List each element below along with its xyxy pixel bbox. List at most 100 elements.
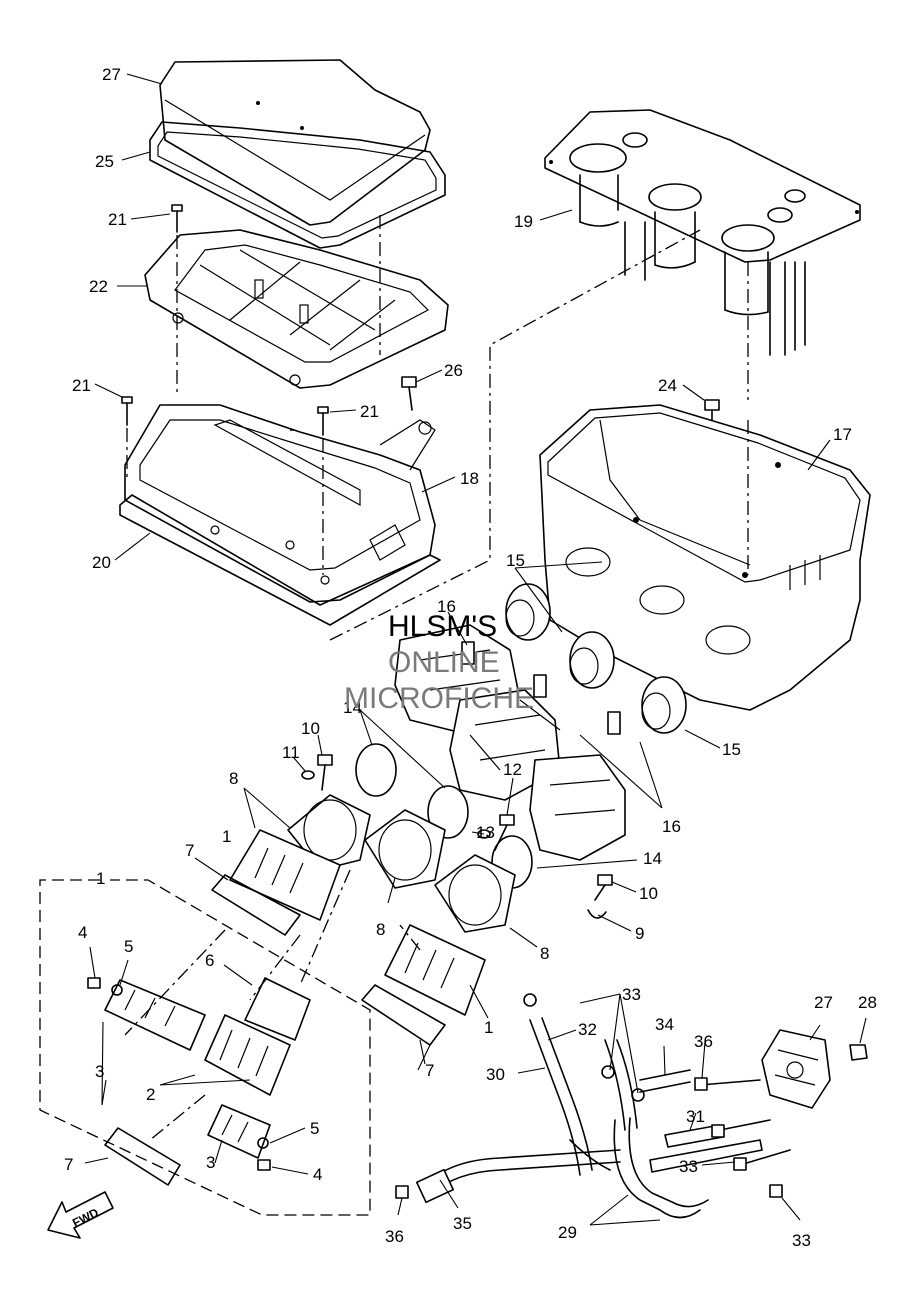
alignment-lines — [124, 215, 749, 1141]
reed-block-3a — [104, 979, 206, 1051]
manifold-3 — [434, 854, 516, 933]
callout-13: 13 — [476, 823, 495, 842]
callout-28: 28 — [858, 993, 877, 1012]
callout-36b: 36 — [385, 1227, 404, 1246]
callout-5b: 5 — [310, 1119, 319, 1138]
callout-7b: 7 — [425, 1061, 434, 1080]
clip-33e — [769, 1184, 783, 1198]
callout-14a: 14 — [343, 698, 362, 717]
callout-8b: 8 — [376, 920, 385, 939]
callout-34: 34 — [655, 1015, 674, 1034]
callout-1a: 1 — [222, 827, 231, 846]
callout-16b: 16 — [662, 817, 681, 836]
clamp-16a — [461, 641, 475, 665]
clamp-band-2 — [427, 785, 469, 839]
callout-32: 32 — [578, 1020, 597, 1039]
bolt-10b — [594, 874, 613, 901]
reed-valve-lower — [384, 924, 486, 1016]
base-gasket — [119, 494, 441, 626]
callout-7a: 7 — [185, 841, 194, 860]
callout-8a: 8 — [229, 769, 238, 788]
callout-numbers: 27 25 21 22 21 21 26 18 20 19 24 17 15 1… — [64, 65, 877, 1250]
bolt-10a — [317, 754, 333, 791]
callout-23: 27 — [102, 65, 121, 84]
callout-31: 31 — [686, 1107, 705, 1126]
callout-24: 24 — [658, 376, 677, 395]
reed-valve-upper — [229, 829, 341, 921]
clip-36a — [694, 1077, 708, 1091]
callout-33b: 33 — [679, 1157, 698, 1176]
clip-33c — [631, 1088, 645, 1102]
callout-35: 35 — [453, 1214, 472, 1233]
washer-13 — [477, 829, 491, 839]
joint-rubber-3 — [641, 676, 687, 734]
hose-link — [699, 1079, 791, 1166]
manifold-2 — [364, 809, 446, 889]
callout-30: 30 — [486, 1065, 505, 1084]
callout-33a: 33 — [622, 985, 641, 1004]
joint-rubber-2 — [569, 631, 615, 689]
callout-1b: 1 — [484, 1018, 493, 1037]
callout-10b: 10 — [639, 884, 658, 903]
callout-27: 27 — [814, 993, 833, 1012]
reed-gasket-upper — [211, 874, 301, 936]
callout-10a: 10 — [301, 719, 320, 738]
callout-25: 25 — [95, 152, 114, 171]
clamp-band-1 — [355, 743, 397, 797]
nut-28 — [849, 1044, 868, 1061]
bolt-26 — [401, 376, 417, 411]
clip-36b — [711, 1124, 725, 1138]
screw-4a — [87, 977, 101, 989]
bolt-12 — [494, 814, 515, 851]
reed-stopper-6 — [244, 977, 311, 1041]
callout-3a: 3 — [95, 1062, 104, 1081]
callout-6: 6 — [205, 951, 214, 970]
filter-frame — [144, 229, 449, 389]
callout-26: 26 — [444, 361, 463, 380]
air-box-base — [124, 404, 436, 603]
reed-block-3b — [207, 1104, 271, 1159]
callout-16a: 16 — [437, 597, 456, 616]
callout-21b: 21 — [72, 376, 91, 395]
callout-18: 17 — [833, 425, 852, 444]
leader-lines — [84, 73, 867, 1226]
callout-1c: 1 — [96, 869, 105, 888]
screw-21a — [171, 204, 183, 233]
screw-4b — [257, 1159, 271, 1171]
clamp-16b — [533, 674, 547, 698]
fuel-pump-27 — [761, 1029, 831, 1109]
screw-21c — [317, 406, 329, 436]
screw-21b — [121, 396, 133, 426]
callout-3b: 3 — [206, 1153, 215, 1172]
callout-2: 2 — [146, 1085, 155, 1104]
joint-rubber-1 — [505, 583, 551, 641]
callout-36a: 36 — [694, 1032, 713, 1051]
callout-33c: 33 — [792, 1231, 811, 1250]
callout-7c: 7 — [64, 1155, 73, 1174]
clip-33a — [523, 993, 537, 1007]
hose-35 — [415, 1149, 621, 1204]
callout-21c: 21 — [360, 402, 379, 421]
reed-gasket-7 — [104, 1127, 181, 1186]
callout-29: 29 — [558, 1223, 577, 1242]
washer-5b — [257, 1137, 269, 1149]
air-box-lower — [539, 404, 871, 711]
callout-4a: 4 — [78, 923, 87, 942]
forward-arrow: FWD — [47, 1191, 114, 1239]
hose-34 — [604, 1039, 691, 1131]
carburetor-assembly — [394, 624, 626, 861]
watermark: HLSM'S ONLINE MICROFICHE — [344, 610, 534, 715]
callout-21a: 21 — [108, 210, 127, 229]
watermark-line2: ONLINE — [388, 646, 500, 679]
reed-kit-box — [39, 879, 371, 1216]
callout-9: 9 — [635, 924, 644, 943]
callout-19: 20 — [92, 553, 111, 572]
callout-22: 22 — [89, 277, 108, 296]
clip-33d — [733, 1157, 747, 1171]
callout-12: 12 — [503, 760, 522, 779]
callout-14b: 14 — [643, 849, 662, 868]
callout-15b: 15 — [722, 740, 741, 759]
callout-20: 19 — [514, 212, 533, 231]
watermark-line3: MICROFICHE — [344, 682, 534, 715]
